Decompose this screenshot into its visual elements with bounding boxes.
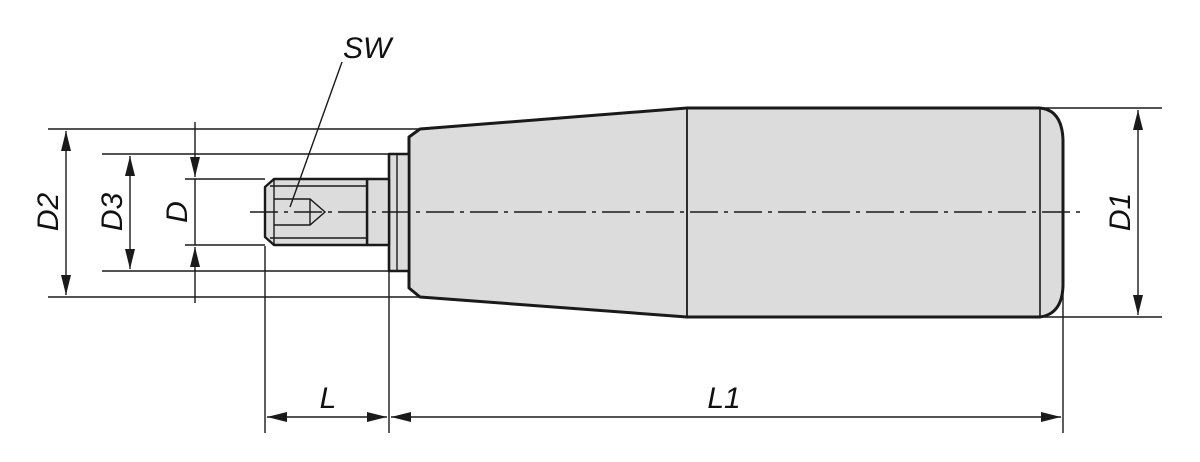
- sw-label: SW: [343, 32, 394, 65]
- l1-label: L1: [707, 382, 740, 415]
- hex-socket: [274, 198, 327, 226]
- sw-leader: [289, 61, 343, 208]
- d1-label: D1: [1104, 193, 1137, 231]
- d2-label: D2: [32, 193, 65, 232]
- dimension-lines: [61, 61, 1143, 422]
- d3-label: D3: [96, 193, 129, 232]
- extension-lines: [48, 107, 1162, 433]
- dimension-labels: SW D2 D3 D D1 L L1: [32, 32, 1137, 415]
- d-label: D: [161, 201, 194, 223]
- l-label: L: [320, 382, 337, 415]
